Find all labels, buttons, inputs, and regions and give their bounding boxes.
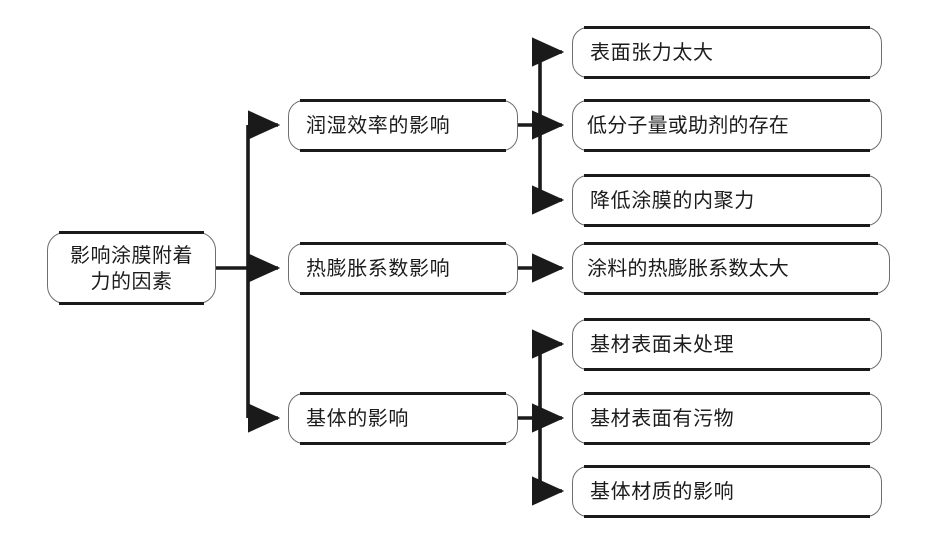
node-branch-thermal-expansion[interactable]: 热膨胀系数影响 <box>288 241 518 296</box>
node-leaf-low-molecular-label: 低分子量或助剂的存在 <box>587 113 789 138</box>
node-leaf-contaminated-surface[interactable]: 基材表面有污物 <box>572 391 882 446</box>
node-leaf-low-molecular[interactable]: 低分子量或助剂的存在 <box>572 98 882 153</box>
node-leaf-surface-tension-label: 表面张力太大 <box>590 40 714 65</box>
node-root-label: 影响涂膜附着 力的因素 <box>70 242 193 293</box>
node-root[interactable]: 影响涂膜附着 力的因素 <box>47 230 216 306</box>
node-leaf-untreated-surface[interactable]: 基材表面未处理 <box>572 317 882 372</box>
node-leaf-surface-tension[interactable]: 表面张力太大 <box>572 25 882 80</box>
node-leaf-cohesion[interactable]: 降低涂膜的内聚力 <box>572 173 882 228</box>
node-leaf-substrate-material[interactable]: 基体材质的影响 <box>572 464 882 519</box>
node-leaf-contaminated-surface-label: 基材表面有污物 <box>590 406 735 431</box>
node-leaf-cohesion-label: 降低涂膜的内聚力 <box>590 188 755 213</box>
node-branch-wetting-label: 润湿效率的影响 <box>306 113 451 138</box>
node-branch-substrate-label: 基体的影响 <box>306 406 409 431</box>
node-branch-thermal-expansion-label: 热膨胀系数影响 <box>306 256 451 281</box>
node-leaf-coating-expansion-label: 涂料的热膨胀系数太大 <box>587 256 789 281</box>
node-leaf-substrate-material-label: 基体材质的影响 <box>590 479 735 504</box>
node-leaf-untreated-surface-label: 基材表面未处理 <box>590 332 735 357</box>
node-branch-substrate[interactable]: 基体的影响 <box>288 391 518 446</box>
connector-substrate-fan <box>518 329 565 506</box>
node-branch-wetting[interactable]: 润湿效率的影响 <box>288 98 518 153</box>
node-leaf-coating-expansion[interactable]: 涂料的热膨胀系数太大 <box>572 241 890 296</box>
connector-wetting-fan <box>518 37 565 215</box>
